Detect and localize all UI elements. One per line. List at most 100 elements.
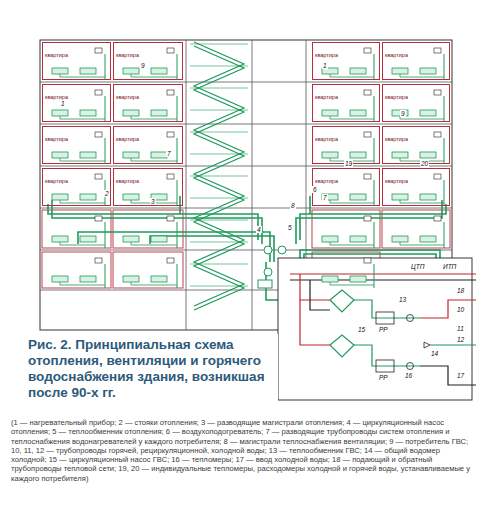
callout-number: 12 bbox=[456, 336, 465, 343]
apartment-label: квартира bbox=[384, 136, 409, 142]
apartment-box: квартира bbox=[42, 126, 111, 164]
branch-pipe bbox=[330, 74, 374, 77]
callout-number: 9 bbox=[140, 62, 146, 69]
heat-meter bbox=[434, 48, 441, 53]
stair-landing bbox=[190, 110, 248, 111]
apartment-label: квартира bbox=[115, 94, 140, 100]
branch-pipe bbox=[400, 200, 444, 203]
apartment-label: квартира bbox=[115, 52, 140, 58]
heating-radiator bbox=[52, 152, 68, 158]
heating-riser bbox=[444, 138, 445, 164]
heating-riser bbox=[177, 138, 178, 164]
apartment-label: квартира bbox=[44, 52, 69, 58]
stair-landing bbox=[190, 264, 248, 265]
branch-pipe bbox=[400, 74, 444, 77]
branch-pipe bbox=[60, 74, 105, 77]
branch-pipe bbox=[60, 116, 105, 119]
heating-radiator bbox=[80, 152, 96, 158]
callout-number: 2 bbox=[104, 190, 110, 197]
apartment-box: квартира bbox=[113, 42, 183, 80]
stair-landing bbox=[190, 220, 248, 221]
heat-meter bbox=[167, 174, 174, 179]
heat-meter bbox=[434, 174, 441, 179]
apartment-label: квартира bbox=[314, 52, 339, 58]
heating-radiator bbox=[350, 194, 366, 200]
heat-meter bbox=[434, 132, 441, 137]
apartment-box: квартира bbox=[42, 84, 111, 122]
callout-number: 19 bbox=[344, 160, 353, 167]
heating-radiator bbox=[322, 110, 338, 116]
branch-pipe bbox=[330, 282, 374, 285]
heating-radiator bbox=[420, 152, 436, 158]
figure-caption: Рис. 2. Принципиальная схема отопления, … bbox=[8, 334, 278, 404]
branch-pipe bbox=[131, 158, 177, 161]
heat-meter bbox=[167, 48, 174, 53]
branch-pipe bbox=[400, 116, 444, 119]
apartment-box: квартира bbox=[113, 84, 183, 122]
branch-pipe bbox=[131, 282, 177, 285]
heating-radiator bbox=[52, 110, 68, 116]
apartment-label: квартира bbox=[314, 94, 339, 100]
callout-number: 7 bbox=[166, 150, 172, 157]
heating-radiator bbox=[80, 110, 96, 116]
heating-radiator bbox=[52, 194, 68, 200]
heating-riser bbox=[444, 222, 445, 248]
heat-meter bbox=[167, 258, 174, 263]
callout-number: РР bbox=[378, 374, 389, 381]
heat-meter bbox=[167, 132, 174, 137]
heat-meter bbox=[167, 90, 174, 95]
apartment-box: квартира bbox=[42, 168, 111, 206]
apartment-box: квартира bbox=[382, 42, 450, 80]
heat-point-box bbox=[278, 258, 472, 400]
heat-meter bbox=[434, 216, 441, 221]
stair-landing bbox=[190, 66, 248, 67]
heat-meter bbox=[95, 258, 102, 263]
heating-radiator bbox=[123, 152, 139, 158]
legend-note: (1 — нагревательный прибор; 2 — стояки о… bbox=[10, 418, 478, 483]
heating-radiator bbox=[151, 276, 167, 282]
callout-number: 3 bbox=[150, 198, 156, 205]
heating-radiator bbox=[350, 110, 366, 116]
callout-number: 14 bbox=[430, 350, 439, 357]
apartment-label: квартира bbox=[115, 136, 140, 142]
heating-radiator bbox=[420, 236, 436, 242]
apartment-box: квартира bbox=[382, 168, 450, 206]
heating-riser bbox=[374, 180, 375, 206]
heating-riser bbox=[177, 180, 178, 206]
apartment-box: квартира bbox=[312, 42, 380, 80]
branch-pipe bbox=[131, 74, 177, 77]
stair-flight bbox=[194, 46, 244, 310]
heat-meter bbox=[95, 216, 102, 221]
heating-radiator bbox=[392, 152, 408, 158]
heating-riser bbox=[374, 264, 375, 288]
apartment-label: квартира bbox=[44, 136, 69, 142]
callout-number: 20 bbox=[420, 160, 429, 167]
heating-radiator bbox=[392, 68, 408, 74]
stair-landing bbox=[190, 154, 248, 155]
heating-riser bbox=[105, 222, 106, 248]
callout-number: 10 bbox=[456, 306, 465, 313]
stair-landing bbox=[190, 242, 248, 243]
heating-radiator bbox=[392, 236, 408, 242]
apartment-box: квартира bbox=[42, 42, 111, 80]
heating-riser bbox=[105, 138, 106, 164]
callout-number: РР bbox=[378, 326, 389, 333]
apartment-box: квартира bbox=[312, 126, 380, 164]
heating-riser bbox=[444, 180, 445, 206]
heat-meter bbox=[364, 258, 371, 263]
heating-radiator bbox=[322, 276, 338, 282]
heating-radiator bbox=[123, 194, 139, 200]
callout-number: 16 bbox=[404, 372, 413, 379]
apartment-box: квартира bbox=[312, 84, 380, 122]
callout-number: ЦТП bbox=[410, 263, 425, 270]
heating-radiator bbox=[52, 236, 68, 242]
heating-riser bbox=[177, 96, 178, 122]
heating-riser bbox=[105, 264, 106, 288]
heating-radiator bbox=[322, 152, 338, 158]
apartment-box: квартира bbox=[113, 168, 183, 206]
branch-pipe bbox=[330, 242, 374, 245]
heating-radiator bbox=[420, 194, 436, 200]
heat-meter bbox=[364, 90, 371, 95]
heating-radiator bbox=[151, 110, 167, 116]
